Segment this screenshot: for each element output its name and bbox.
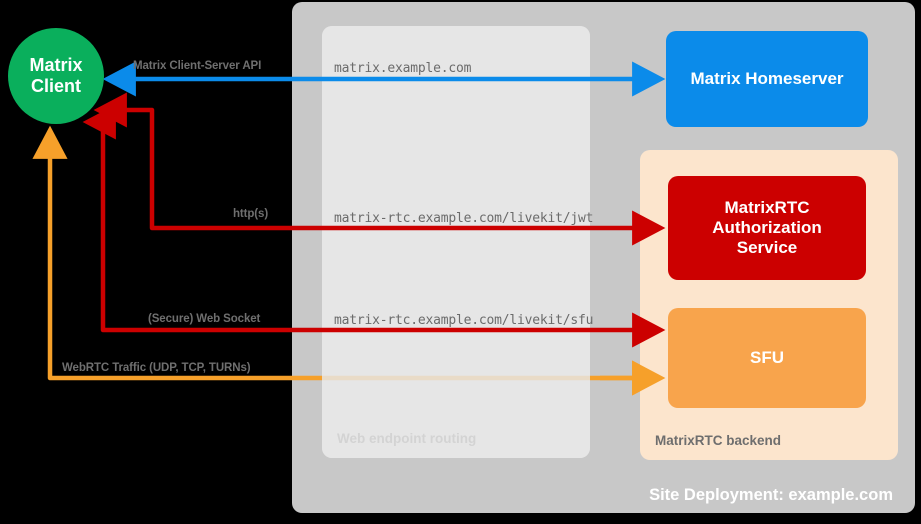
matrix-homeserver-label: Matrix Homeserver — [690, 68, 844, 88]
site-deployment-label: Site Deployment: example.com — [649, 486, 893, 504]
matrixrtc-auth-label-line2: Authorization — [712, 217, 822, 237]
edge-label-secure-web-socket: (Secure) Web Socket — [148, 313, 261, 325]
endpoint-label-matrix-example-com: matrix.example.com — [334, 61, 472, 76]
node-matrix-homeserver[interactable]: Matrix Homeserver — [666, 31, 868, 127]
sfu-label: SFU — [750, 347, 784, 367]
matrixrtc-auth-label-line3: Service — [736, 238, 798, 258]
node-matrixrtc-authorization-service[interactable]: MatrixRTC Authorization Service — [668, 176, 866, 280]
node-matrix-client[interactable]: Matrix Client — [8, 28, 104, 124]
endpoint-label-livekit-jwt: matrix-rtc.example.com/livekit/jwt — [334, 211, 594, 226]
edge-label-matrix-client-server-api: Matrix Client-Server API — [133, 60, 262, 72]
edge-secure-web-socket — [82, 104, 666, 348]
endpoint-label-livekit-sfu: matrix-rtc.example.com/livekit/sfu — [334, 313, 594, 328]
edge-label-https: http(s) — [233, 208, 269, 220]
matrixrtc-backend-label: MatrixRTC backend — [655, 433, 782, 448]
matrix-client-label-line1: Matrix — [29, 54, 83, 75]
edge-label-webrtc-traffic: WebRTC Traffic (UDP, TCP, TURNs) — [62, 362, 251, 374]
matrix-client-label-line2: Client — [30, 76, 81, 96]
node-sfu[interactable]: SFU — [668, 308, 866, 408]
matrixrtc-auth-label-line1: MatrixRTC — [724, 197, 810, 217]
